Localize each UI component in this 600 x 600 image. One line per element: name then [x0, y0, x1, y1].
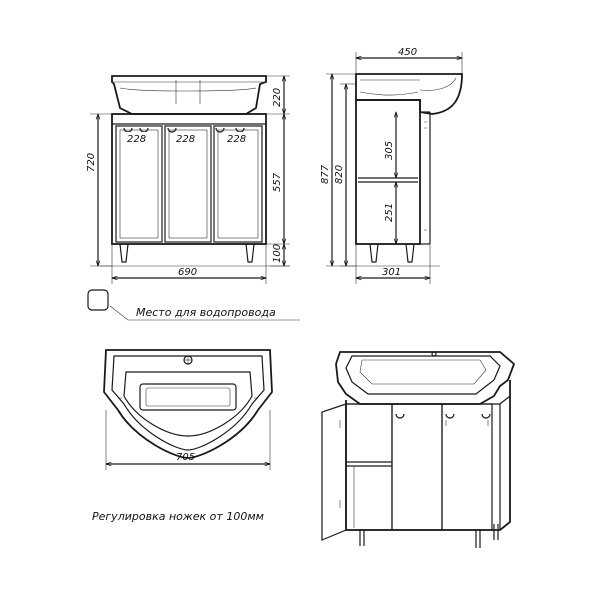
legend: Место для водопровода — [87, 289, 300, 321]
top-view: 705 — [103, 349, 273, 470]
front-door-width-1: 228 — [127, 134, 146, 145]
side-upper-shelf: 305 — [384, 141, 395, 160]
front-width: 690 — [178, 267, 197, 278]
front-doors — [115, 125, 263, 243]
side-height-877: 877 — [320, 164, 331, 184]
front-view: 228 228 228 220 557 100 720 690 — [86, 75, 290, 284]
side-lower-shelf: 251 — [384, 203, 395, 222]
side-height-820: 820 — [334, 165, 345, 184]
side-depth-total: 450 — [398, 47, 417, 58]
front-total-height: 720 — [86, 153, 97, 172]
side-view: 450 305 251 877 820 301 — [320, 47, 463, 284]
front-sink-height: 220 — [272, 88, 283, 107]
front-cabinet-height: 557 — [272, 172, 283, 192]
side-cabinet-body — [355, 99, 421, 245]
caption: Регулировка ножек от 100мм — [92, 510, 264, 523]
legend-label: Место для водопровода — [136, 306, 276, 319]
front-cabinet-body — [111, 113, 267, 245]
side-depth-cabinet: 301 — [382, 267, 401, 278]
iso-view — [321, 351, 516, 548]
front-leg-height: 100 — [272, 244, 283, 263]
front-legs — [119, 243, 255, 263]
legend-hatch-symbol — [87, 289, 109, 311]
front-door-width-3: 228 — [227, 134, 246, 145]
top-width: 705 — [176, 452, 195, 463]
front-door-width-2: 228 — [176, 134, 195, 145]
front-sink — [111, 75, 267, 115]
